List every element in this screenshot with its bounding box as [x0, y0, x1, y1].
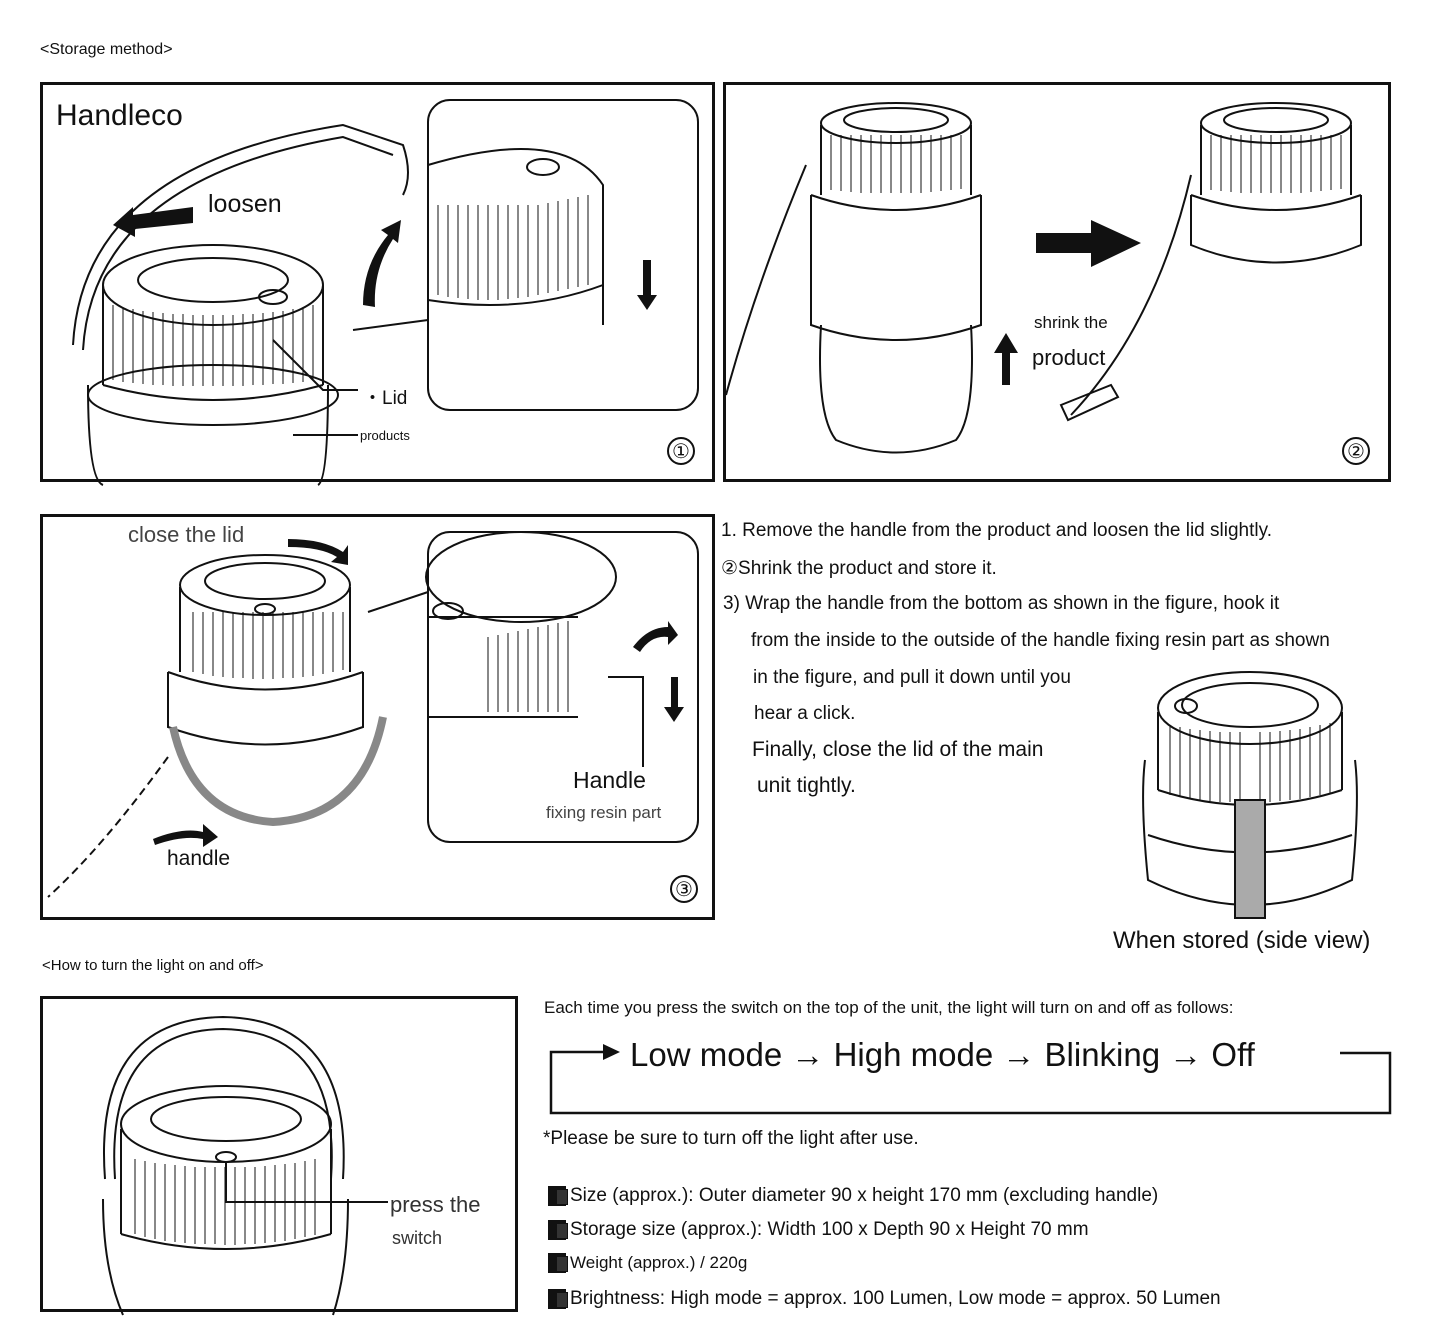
switch-panel: press the switch: [40, 996, 518, 1316]
step-number-2: ②: [1342, 437, 1370, 465]
press-switch-label-line1: press the: [390, 1192, 481, 1217]
spec-size: Size (approx.): Outer diameter 90 x heig…: [548, 1185, 1158, 1207]
lid-label: ・Lid: [363, 388, 408, 409]
handle-label: handle: [167, 847, 231, 870]
products-label: products: [360, 428, 410, 443]
spec-storage-size: Storage size (approx.): Width 100 x Dept…: [548, 1219, 1089, 1241]
instruction-final-line2: unit tightly.: [757, 774, 856, 797]
switch-intro-text: Each time you press the switch on the to…: [544, 998, 1234, 1017]
instruction-final-line1: Finally, close the lid of the main: [752, 738, 1044, 761]
spec-storage-size-text: Storage size (approx.): Width 100 x Dept…: [570, 1219, 1089, 1240]
instruction-step-3-line1: 3) Wrap the handle from the bottom as sh…: [723, 593, 1280, 614]
spec-size-text: Size (approx.): Outer diameter 90 x heig…: [570, 1185, 1159, 1206]
step-number-1: ①: [667, 437, 695, 465]
press-switch-label-line2: switch: [392, 1228, 443, 1248]
lantern-loosen-illustration: [72, 99, 699, 486]
spec-weight-text: Weight (approx.) / 220g: [570, 1253, 748, 1272]
instruction-step-3-line4: hear a click.: [754, 703, 856, 724]
light-section-title: <How to turn the light on and off>: [42, 957, 264, 974]
instruction-step-2: ②Shrink the product and store it.: [721, 558, 997, 579]
spec-brightness-text: Brightness: High mode = approx. 100 Lume…: [570, 1288, 1221, 1309]
storage-section-title: <Storage method>: [40, 41, 173, 58]
instruction-step-3-line3: in the figure, and pull it down until yo…: [753, 667, 1071, 688]
spec-brightness: Brightness: High mode = approx. 100 Lume…: [548, 1288, 1221, 1310]
close-lid-label: close the lid: [128, 522, 245, 547]
spec-weight: Weight (approx.) / 220g: [548, 1253, 747, 1273]
instruction-step-3-line2: from the inside to the outside of the ha…: [751, 630, 1330, 651]
step-3-panel: close the lid handle Handle fixing resin…: [40, 514, 715, 920]
handle-part-label-line2: fixing resin part: [546, 803, 662, 822]
instruction-step-1: 1. Remove the handle from the product an…: [721, 520, 1272, 541]
turn-off-note: *Please be sure to turn off the light af…: [543, 1128, 919, 1149]
bullet-icon: [548, 1253, 568, 1273]
stored-caption: When stored (side view): [1113, 927, 1371, 954]
lantern-close-lid-illustration: [47, 531, 699, 898]
handle-part-label-line1: Handle: [573, 767, 646, 793]
step-2-panel: shrink the product ②: [723, 82, 1391, 482]
loosen-label: loosen: [208, 190, 282, 218]
bullet-icon: [548, 1220, 568, 1240]
step-number-3: ③: [670, 875, 698, 903]
lantern-shrink-illustration: [725, 102, 1362, 454]
shrink-label-line1: shrink the: [1034, 313, 1108, 332]
step-1-panel: Handleco loosen ・Lid products ①: [40, 82, 715, 486]
lantern-switch-illustration: [102, 1015, 388, 1316]
brand-name: Handleco: [56, 99, 183, 132]
bullet-icon: [548, 1186, 568, 1206]
bullet-icon: [548, 1289, 568, 1309]
shrink-label-line2: product: [1032, 345, 1106, 370]
mode-cycle-text: Low mode → High mode → Blinking → Off: [630, 1036, 1255, 1073]
